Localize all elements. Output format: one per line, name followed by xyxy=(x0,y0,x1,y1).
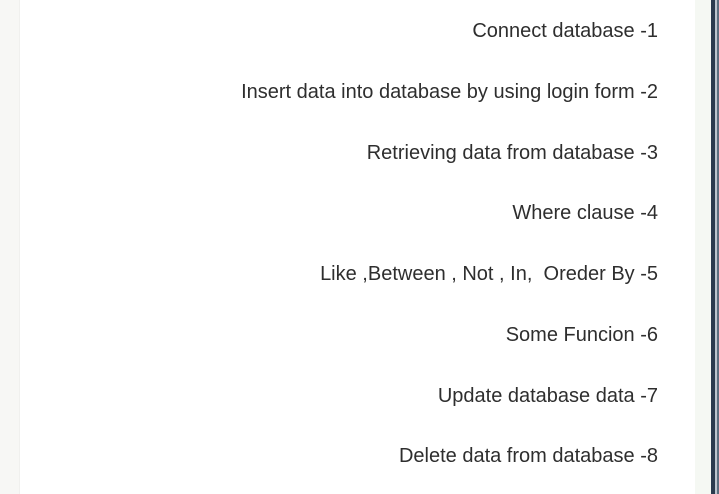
lesson-item[interactable]: Retrieving data from database -3 xyxy=(366,141,658,164)
lesson-item[interactable]: Delete data from database -8 xyxy=(398,445,658,468)
scrollbar-thumb[interactable] xyxy=(715,0,717,494)
lesson-item[interactable]: Like ,Between , Not , In, Oreder By -5 xyxy=(320,263,658,285)
scrollbar-edge xyxy=(717,0,719,494)
left-gutter xyxy=(0,0,20,494)
lesson-item[interactable]: Where clause -4 xyxy=(512,202,658,225)
lesson-item[interactable]: Update database data -7 xyxy=(437,384,658,407)
lesson-item[interactable]: Connect database -1 xyxy=(472,20,658,42)
scrollbar-track[interactable] xyxy=(711,0,715,494)
right-gutter xyxy=(695,0,711,494)
lesson-item[interactable]: Some Funcion -6 xyxy=(505,323,658,346)
lesson-item[interactable]: Insert data into database by using login… xyxy=(241,80,658,103)
lesson-list: Connect database -1 Insert data into data… xyxy=(21,1,658,487)
